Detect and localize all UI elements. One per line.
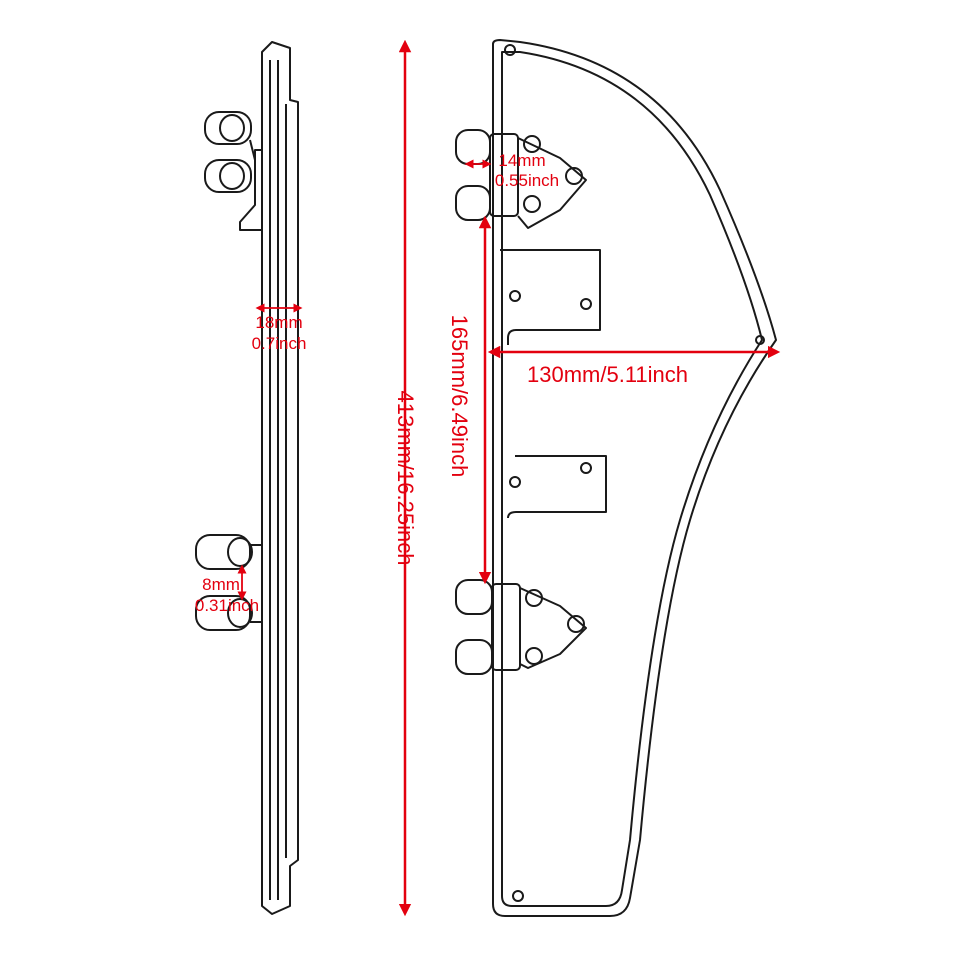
- front-plate-hole: [509, 290, 521, 302]
- dim-rail-width-mm-label: 18mm: [255, 313, 303, 332]
- dim-clamp-gap-in-label: 0.31inch: [194, 596, 260, 615]
- front-plate-hole: [580, 298, 592, 310]
- dim-total-height-label: 413mm/16.25inch: [393, 390, 418, 566]
- side-upper-bracket: [239, 149, 262, 231]
- dim-max-width-label: 130mm/5.11inch: [527, 362, 689, 387]
- dim-mount-spacing-label: 165mm/6.49inch: [447, 314, 472, 478]
- front-lower-clamp: [455, 579, 587, 675]
- front-upper-clamp: [455, 129, 587, 229]
- dim-rail-width-in-label: 0.7inch: [251, 334, 307, 353]
- side-view: [195, 41, 299, 915]
- front-lower-plate: [507, 455, 607, 519]
- front-corner-screw: [504, 44, 516, 56]
- front-corner-screw: [512, 890, 524, 902]
- front-corner-screw: [755, 335, 765, 345]
- dim-clamp-width-in-label: 0.55inch: [494, 171, 560, 190]
- front-plate-hole: [580, 462, 592, 474]
- side-upper-clamp: [204, 111, 256, 193]
- front-panel-outline: [492, 39, 777, 917]
- front-panel-inner-edge: [501, 51, 763, 907]
- front-plate-hole: [509, 476, 521, 488]
- front-upper-plate: [500, 249, 601, 345]
- front-view: [455, 39, 777, 917]
- side-rail-body: [261, 41, 299, 915]
- dim-clamp-gap-mm-label: 8mm: [202, 575, 240, 594]
- dim-clamp-width-mm-label: 14mm: [498, 151, 546, 170]
